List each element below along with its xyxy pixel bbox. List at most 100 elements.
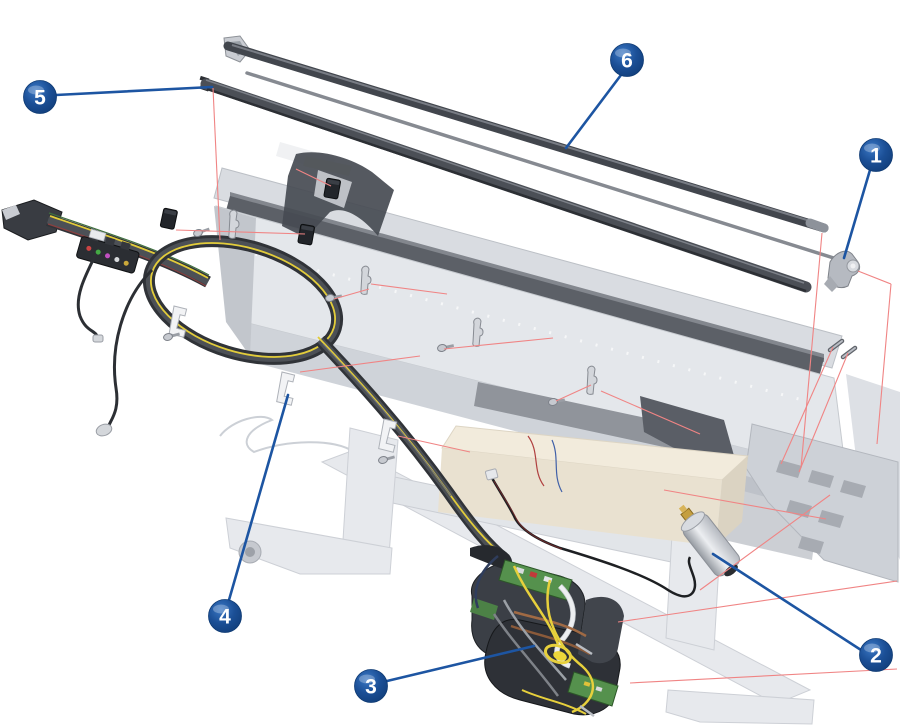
red-leader-line xyxy=(397,435,471,453)
red-leader-line xyxy=(600,390,701,435)
red-leader-line xyxy=(857,270,892,285)
callout-4: 4 xyxy=(208,393,290,633)
metal-guide-clip xyxy=(586,365,598,395)
red-leader-line xyxy=(370,283,448,295)
yellow-blob xyxy=(553,651,567,661)
callout-number: 5 xyxy=(34,87,46,110)
harness-red-stripe xyxy=(47,223,207,287)
red-leader-line xyxy=(629,668,898,684)
red-leader-line xyxy=(212,87,221,241)
callout-badge-gloss xyxy=(359,674,375,684)
callout-badge-gloss xyxy=(864,643,880,653)
station-slot xyxy=(840,480,866,498)
harness-lower-edge xyxy=(322,343,452,497)
red-leader-line xyxy=(299,355,421,373)
carriage-assembly xyxy=(470,545,624,718)
connector-dot-green xyxy=(95,249,101,255)
media-bin-wireframe xyxy=(219,415,355,454)
red-leader-line xyxy=(780,346,834,465)
connector-dot-magenta xyxy=(105,253,111,259)
callout-badge-gloss xyxy=(615,48,631,58)
station-slot xyxy=(798,536,824,554)
box-blue-wire xyxy=(551,439,563,493)
stand-left-foot xyxy=(225,517,393,575)
black-wire-red-stripe xyxy=(493,480,563,550)
metal-guide-clip xyxy=(360,265,372,295)
connector-dot-yellow xyxy=(123,260,129,266)
encoder-tension-bracket xyxy=(824,250,861,292)
screws-layer xyxy=(163,227,566,464)
red-leader-lines xyxy=(175,87,898,684)
station-slot xyxy=(808,470,834,488)
screw-shaft xyxy=(555,398,566,403)
pcb-pad xyxy=(583,681,591,687)
callout-leader-line xyxy=(564,73,623,150)
red-leader-line xyxy=(295,168,332,187)
metal-guide-clip-body xyxy=(586,365,598,395)
callout-badge xyxy=(208,599,242,633)
cylinder-cap xyxy=(680,511,705,532)
cable-clamp xyxy=(378,418,398,453)
cable-clamp-body xyxy=(378,418,398,453)
pcb-component-red xyxy=(529,571,538,579)
carriage-right-lobe xyxy=(578,596,624,664)
red-leader-line xyxy=(175,229,306,235)
callout-leader-line xyxy=(711,552,863,652)
callout-badge-gloss xyxy=(864,143,880,153)
ink-supply-station xyxy=(724,374,900,583)
harness-label xyxy=(88,228,107,242)
red-leader-line xyxy=(800,232,823,469)
cable-clamp xyxy=(276,371,296,406)
encoder-rod xyxy=(245,71,842,262)
black-clip xyxy=(323,177,341,200)
pcb-pad xyxy=(595,686,603,692)
callout-number: 2 xyxy=(870,645,882,668)
stand-right-foot xyxy=(665,689,815,725)
metal-pin-highlight xyxy=(842,347,856,358)
electronics-box xyxy=(438,396,750,546)
callout-number: 3 xyxy=(365,676,377,699)
box-front xyxy=(438,448,722,546)
guide-strip xyxy=(200,78,812,293)
metal-hook xyxy=(579,704,595,718)
screw xyxy=(378,455,395,464)
yellow-wire xyxy=(521,689,587,715)
red-leader-line xyxy=(798,352,849,473)
red-leader-line xyxy=(443,337,554,350)
ground-wire-short xyxy=(76,253,100,339)
connector-bump xyxy=(104,236,116,247)
station-slot xyxy=(776,460,802,478)
wire-connector xyxy=(95,423,113,437)
callout-2: 2 xyxy=(711,552,893,672)
screw-head xyxy=(163,333,173,341)
red-leader-line xyxy=(663,489,827,520)
screw-head xyxy=(548,398,558,406)
screw-head xyxy=(325,294,335,302)
callout-number: 6 xyxy=(621,50,633,73)
callout-3: 3 xyxy=(354,644,536,703)
chassis-center-opening xyxy=(474,382,702,454)
top-strips xyxy=(199,35,842,293)
cutter-rail-highlight xyxy=(231,44,821,225)
wire-connector xyxy=(92,334,104,343)
red-leader-line xyxy=(333,288,370,300)
harness-end-tip xyxy=(2,205,20,220)
harness-loop-yellow xyxy=(149,242,337,358)
caster-hub xyxy=(245,547,255,557)
black-clip-lip xyxy=(301,225,314,232)
screw-head xyxy=(378,456,388,464)
callout-badge-gloss xyxy=(28,85,44,95)
gray-cable xyxy=(502,599,567,681)
harness-yellow-stripe xyxy=(49,215,209,279)
screw-shaft xyxy=(332,294,343,299)
bracket-foot xyxy=(824,276,838,292)
callout-badge xyxy=(23,80,57,114)
red-leader-line xyxy=(555,384,592,402)
connector-dot-white xyxy=(114,257,120,263)
cable-clamp-body xyxy=(276,371,296,406)
black-clip-lip xyxy=(327,179,340,186)
callout-leader-line xyxy=(54,85,214,97)
carriage-cable-bundle xyxy=(470,545,513,570)
cutter-rail-strip xyxy=(223,41,829,233)
